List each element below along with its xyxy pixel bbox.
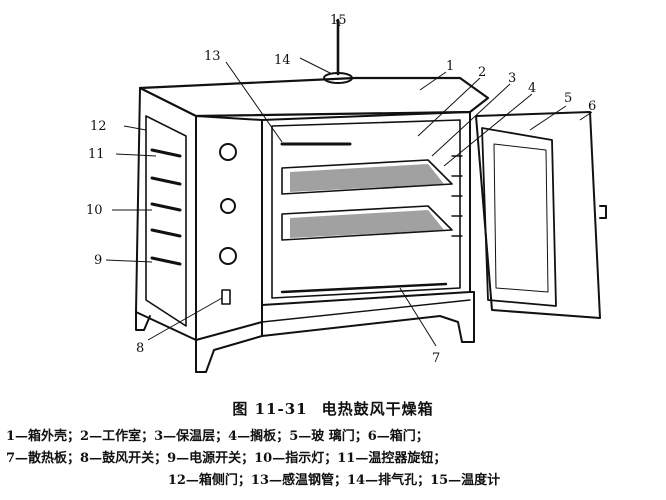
heat-plate xyxy=(280,282,448,294)
callout-3: 3 xyxy=(508,71,516,86)
glass-door xyxy=(481,127,557,307)
callout-15: 15 xyxy=(330,13,347,28)
front-frame xyxy=(195,115,263,341)
legend-item: 15—温度计 xyxy=(430,473,501,488)
callout-9: 9 xyxy=(94,253,102,268)
callout-6: 6 xyxy=(588,99,596,114)
work-chamber xyxy=(271,119,461,299)
legend-item: 10—指示灯； xyxy=(254,451,338,466)
figure-title: 电热鼓风干燥箱 xyxy=(321,400,434,418)
legend-row: 12—箱侧门；13—感温钢管；14—排气孔；15—温度计 xyxy=(6,470,662,492)
callout-4: 4 xyxy=(528,81,536,96)
base xyxy=(195,321,263,373)
shelf-top xyxy=(281,159,453,195)
legend-item: 2—工作室； xyxy=(80,429,155,444)
callout-11: 11 xyxy=(88,147,105,162)
legend-row: 7—散热板；8—鼓风开关；9—电源开关；10—指示灯；11—温控器旋钮； xyxy=(6,448,662,470)
legend-item: 6—箱门； xyxy=(367,429,429,444)
callout-14: 14 xyxy=(274,53,291,68)
legend-item: 12—箱侧门； xyxy=(167,473,251,488)
indicator-light xyxy=(220,198,236,214)
legend-item: 3—保温层； xyxy=(154,429,229,444)
oven-top xyxy=(138,76,490,118)
legend-item: 13—感温钢管； xyxy=(250,473,347,488)
callout-8: 8 xyxy=(136,341,144,356)
vent xyxy=(323,72,353,84)
shelf-bottom xyxy=(281,205,453,241)
legend-item: 7—散热板； xyxy=(6,451,81,466)
callout-12: 12 xyxy=(90,119,107,134)
callout-10: 10 xyxy=(86,203,103,218)
legend-item: 14—排气孔； xyxy=(347,473,431,488)
legend-item: 11—温控器旋钮； xyxy=(337,451,447,466)
callout-7: 7 xyxy=(432,351,440,366)
callout-5: 5 xyxy=(564,91,572,106)
drying-oven-drawing: 15 14 13 1 2 3 4 5 6 12 11 10 9 8 7 xyxy=(86,13,607,373)
figure-caption: 图 11-31 电热鼓风干燥箱 xyxy=(0,398,666,419)
thermostat-knob xyxy=(219,143,237,161)
legend: 1—箱外壳；2—工作室；3—保温层；4—搁板；5—玻 璃门；6—箱门； 7—散热… xyxy=(6,426,662,492)
power-switch xyxy=(219,247,237,265)
legend-row: 1—箱外壳；2—工作室；3—保温层；4—搁板；5—玻 璃门；6—箱门； xyxy=(6,426,662,448)
callout-1: 1 xyxy=(446,59,454,74)
blower-switch xyxy=(221,289,231,305)
legend-item: 9—电源开关； xyxy=(167,451,255,466)
side-panel-door xyxy=(145,115,187,327)
legend-item: 8—鼓风开关； xyxy=(80,451,168,466)
callout-13: 13 xyxy=(204,49,221,64)
legend-item: 4—搁板； xyxy=(228,429,290,444)
callout-2: 2 xyxy=(478,65,486,80)
legend-item: 5—玻 璃门； xyxy=(289,429,368,444)
figure-number: 图 11-31 xyxy=(232,400,308,418)
legend-item: 1—箱外壳； xyxy=(6,429,81,444)
